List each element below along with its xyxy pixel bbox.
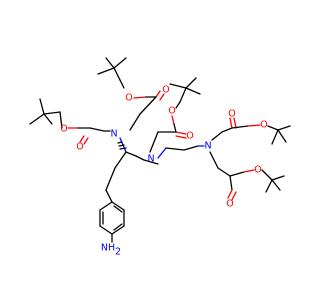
tert-butyl-ester-right-upper bbox=[211, 117, 291, 145]
oxygen-atom: O bbox=[162, 85, 169, 96]
oxygen-atom: O bbox=[228, 109, 235, 120]
oxygen-atom: O bbox=[226, 199, 233, 210]
amine-subscript: 2 bbox=[115, 247, 121, 258]
amine-group: NH 2 bbox=[101, 243, 121, 258]
oxygen-atom: O bbox=[168, 106, 175, 117]
oxygen-atom: O bbox=[254, 165, 261, 176]
molecule-structure: O O O O N O O N N O O O O NH 2 bbox=[29, 57, 291, 258]
stereo-hash-wedge bbox=[117, 141, 127, 150]
nitrogen-atom: N bbox=[204, 141, 211, 152]
nitrogen-atom: N bbox=[110, 129, 117, 140]
nitrogen-atom: N bbox=[147, 154, 154, 165]
aminophenyl-ring bbox=[99, 189, 125, 243]
oxygen-atom: O bbox=[76, 142, 83, 153]
tert-butyl-ester-upper bbox=[97, 57, 165, 131]
oxygen-atom: O bbox=[186, 131, 193, 142]
tert-butyl-ester-left bbox=[29, 98, 111, 145]
oxygen-atom: O bbox=[260, 120, 267, 131]
tert-butyl-ester-right-lower bbox=[209, 151, 285, 201]
amine-label: NH bbox=[101, 243, 115, 254]
oxygen-atom: O bbox=[125, 93, 132, 104]
ethylene-bridge bbox=[157, 145, 205, 159]
oxygen-atom: O bbox=[60, 124, 67, 135]
tert-butyl-ester-middle bbox=[149, 77, 201, 153]
